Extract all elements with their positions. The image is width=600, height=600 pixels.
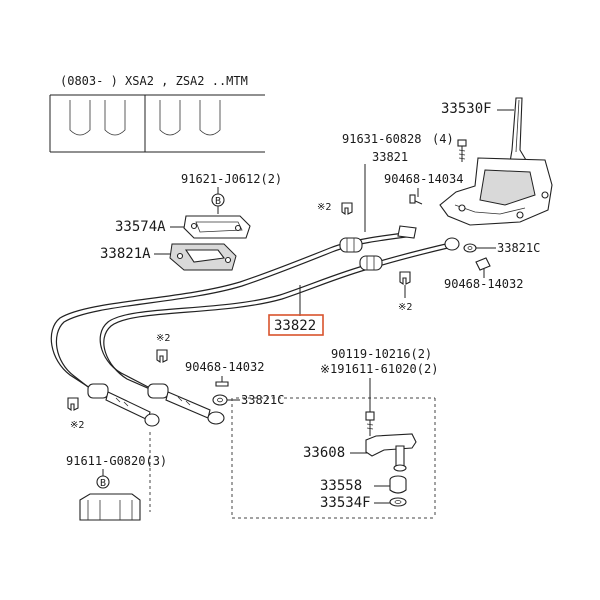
label-33821: 33821 xyxy=(372,150,408,164)
label-90119: 90119-10216(2) xyxy=(331,347,432,361)
lever-33608[interactable] xyxy=(365,433,417,472)
inset-header-text: (0803- ) XSA2 , ZSA2 ..MTM xyxy=(60,74,248,88)
inset-detail: (0803- ) XSA2 , ZSA2 ..MTM xyxy=(49,74,265,153)
circle-b-lower xyxy=(96,475,110,489)
bolt-91631[interactable] xyxy=(457,139,467,162)
clip-left-middle[interactable] xyxy=(156,349,168,364)
cable-end-upper[interactable] xyxy=(339,225,417,253)
cable-end-transmission-b[interactable] xyxy=(147,383,225,425)
washer-33821C-upper[interactable] xyxy=(463,243,477,253)
label-90468-14032-upper: 90468-14032 xyxy=(444,277,523,291)
label-91631-qty: (4) xyxy=(432,132,454,146)
clip-upper[interactable] xyxy=(341,202,353,216)
label-91631: 91631-60828 xyxy=(342,132,421,146)
pin-90468-14032-upper[interactable] xyxy=(475,257,491,271)
label-91621: 91621-J0612(2) xyxy=(181,172,282,186)
label-91611: 91611-G0820(3) xyxy=(66,454,167,468)
highlight-box-33822 xyxy=(268,314,324,336)
circle-b-upper-text: B xyxy=(215,196,221,207)
gasket-33821A[interactable] xyxy=(169,243,237,271)
label-33574A: 33574A xyxy=(115,219,166,235)
washer-33821C-lower[interactable] xyxy=(212,394,228,406)
washer-33534F[interactable] xyxy=(389,497,407,507)
cable-end-lower[interactable] xyxy=(359,237,460,271)
note-2-right: ※2 xyxy=(398,302,412,313)
label-33608: 33608 xyxy=(303,445,345,461)
label-33530F: 33530F xyxy=(441,101,492,117)
label-90468-14032-lower: 90468-14032 xyxy=(185,360,264,374)
bracket-lower-left[interactable] xyxy=(79,493,141,521)
label-33822[interactable]: 33822 xyxy=(274,318,316,334)
plate-33574A[interactable] xyxy=(183,215,251,239)
pin-90468-14032-lower[interactable] xyxy=(215,376,229,387)
note-2-upper: ※2 xyxy=(317,202,331,213)
label-33821C-lower: 33821C xyxy=(241,393,284,407)
cable-end-transmission-a[interactable] xyxy=(87,383,160,427)
label-191611: ※191611-61020(2) xyxy=(320,362,438,376)
note-2-left-middle: ※2 xyxy=(156,333,170,344)
clip-lower-left[interactable] xyxy=(67,397,79,412)
circle-b-lower-text: B xyxy=(100,478,106,489)
bushing-33558[interactable] xyxy=(389,475,407,494)
label-33558: 33558 xyxy=(320,478,362,494)
label-33821C-upper: 33821C xyxy=(497,241,540,255)
pin-90468-14034[interactable] xyxy=(409,194,423,205)
note-2-lower-left: ※2 xyxy=(70,420,84,431)
shift-lever-assembly[interactable] xyxy=(439,97,553,226)
label-33821A: 33821A xyxy=(100,246,151,262)
label-33534F: 33534F xyxy=(320,495,371,511)
bolt-90119[interactable] xyxy=(365,378,375,436)
label-90468-14034: 90468-14034 xyxy=(384,172,463,186)
clip-right-middle[interactable] xyxy=(399,271,411,286)
